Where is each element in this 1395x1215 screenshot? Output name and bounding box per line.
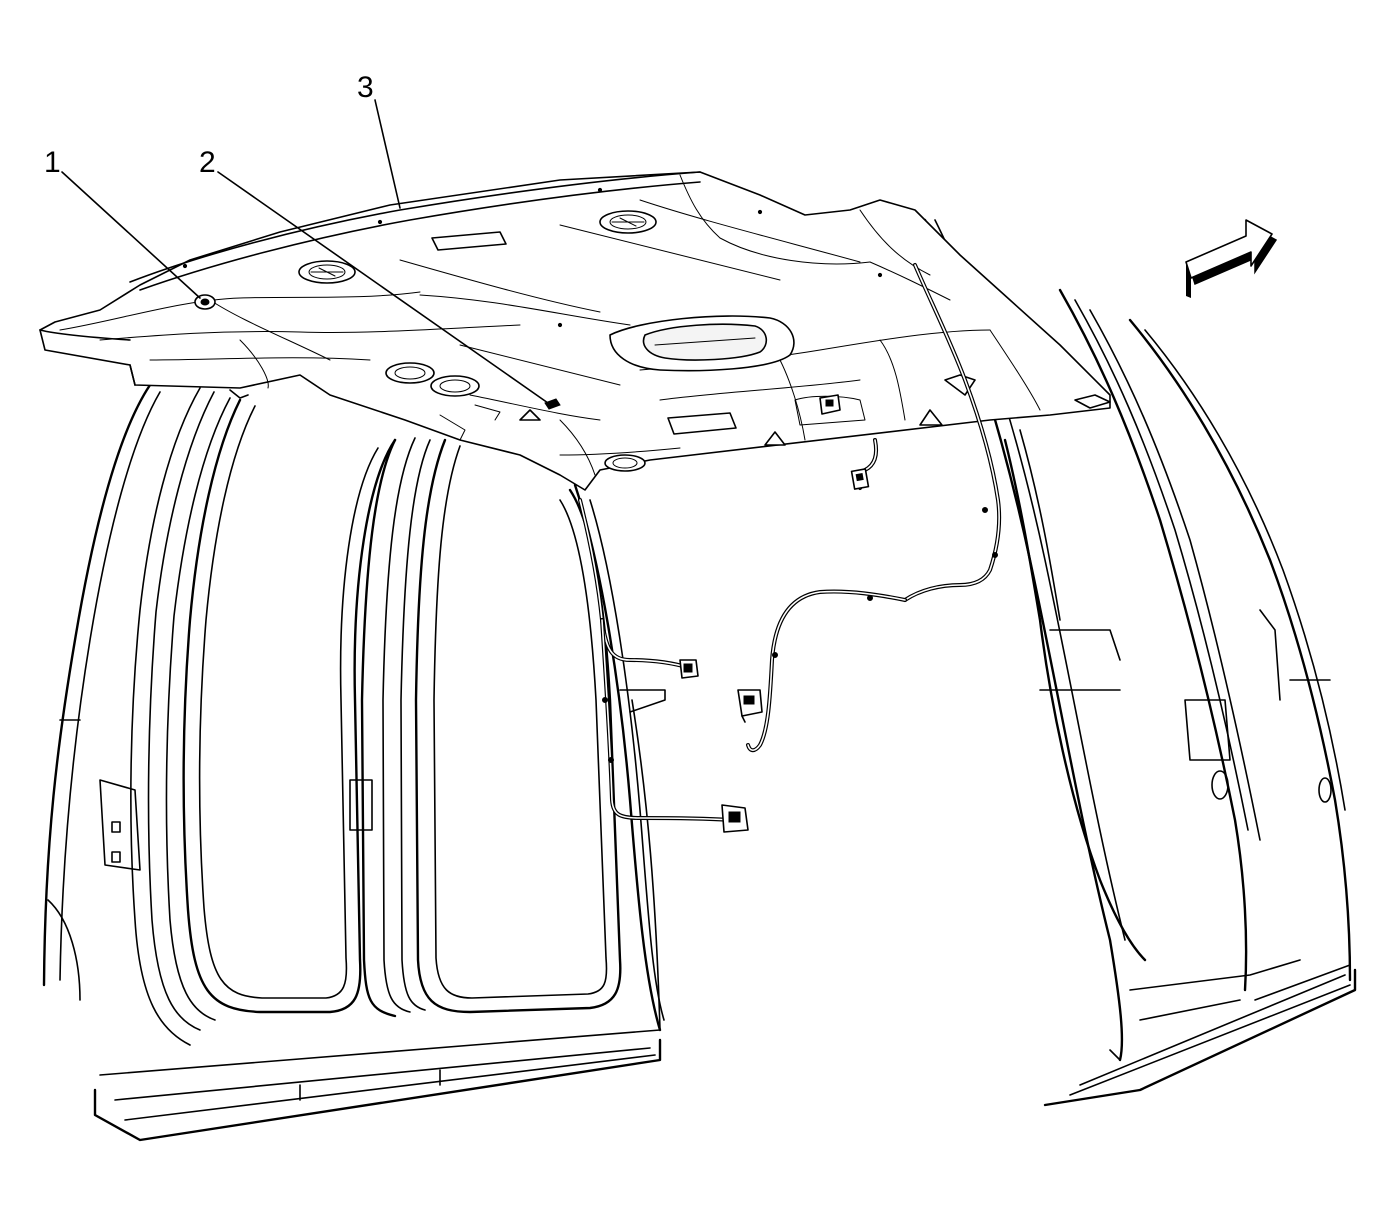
roof-vent-front <box>604 454 646 472</box>
wiring-harness <box>578 263 1002 833</box>
roof-vent-rear-left <box>298 260 356 284</box>
overhead-console <box>609 315 795 372</box>
callout-3-label: 3 <box>357 71 374 104</box>
harness-connector-center <box>737 689 763 723</box>
headliner-retainer-2 <box>544 398 561 410</box>
callout-labels: 1 2 3 <box>44 71 374 179</box>
headliner <box>39 171 1111 491</box>
callout-leaders <box>61 99 549 404</box>
harness-connector-pillar <box>679 659 699 679</box>
roof-vent-mid-left <box>385 362 435 384</box>
harness-connector-roof <box>819 394 841 415</box>
callout-2-label: 2 <box>199 146 216 179</box>
callout-1-label: 1 <box>44 146 61 179</box>
roof-vent-rear-right <box>599 210 657 234</box>
harness-connector-lower <box>721 804 749 833</box>
roof-vent-mid-right <box>430 375 480 397</box>
front-direction-arrow-icon <box>1185 219 1278 298</box>
harness-connector-upper <box>850 468 870 490</box>
